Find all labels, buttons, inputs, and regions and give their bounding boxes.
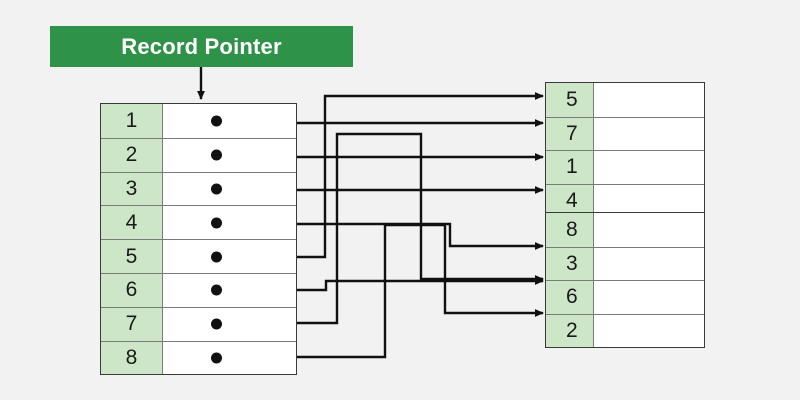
pointer-dot-icon xyxy=(211,183,222,195)
pointer-dot-icon xyxy=(211,149,222,161)
row-key: 5 xyxy=(101,240,163,273)
row-value[interactable] xyxy=(594,281,704,314)
row-value[interactable] xyxy=(594,247,704,281)
row-pointer-cell[interactable] xyxy=(163,172,296,206)
record-pointer-table: 1 2 3 4 5 xyxy=(100,103,297,376)
row-value[interactable] xyxy=(594,184,704,218)
row-pointer-cell[interactable] xyxy=(163,341,296,375)
wire-row8-to-2 xyxy=(212,223,544,359)
table-row[interactable]: 8 xyxy=(546,213,704,247)
table-row[interactable]: 7 xyxy=(101,306,296,341)
pointer-dot-icon xyxy=(211,251,222,263)
pointer-dot-icon xyxy=(211,115,222,127)
row-key: 1 xyxy=(101,104,163,138)
row-key: 7 xyxy=(546,117,594,151)
table-row[interactable]: 4 xyxy=(546,183,704,218)
row-pointer-cell[interactable] xyxy=(163,206,296,240)
table-row[interactable]: 3 xyxy=(101,171,296,206)
table-row[interactable]: 2 xyxy=(101,137,296,172)
pointer-dot-icon xyxy=(211,284,222,296)
pointer-dot-icon xyxy=(211,352,222,364)
table-row[interactable]: 5 xyxy=(546,83,704,117)
row-key: 3 xyxy=(101,172,163,206)
row-key: 4 xyxy=(546,184,594,218)
table-row[interactable]: 6 xyxy=(101,272,296,307)
row-pointer-cell[interactable] xyxy=(163,138,296,172)
table-row[interactable]: 6 xyxy=(546,280,704,314)
table-row[interactable]: 1 xyxy=(101,104,296,138)
record-pointer-banner: Record Pointer xyxy=(50,26,353,67)
row-key: 2 xyxy=(546,314,594,348)
table-row[interactable]: 5 xyxy=(101,239,296,273)
pointer-dot-icon xyxy=(211,217,222,229)
table-row[interactable]: 8 xyxy=(101,340,296,375)
row-value[interactable] xyxy=(594,151,704,184)
row-value[interactable] xyxy=(594,213,704,247)
row-pointer-cell[interactable] xyxy=(163,104,296,138)
row-key: 8 xyxy=(101,341,163,375)
row-key: 8 xyxy=(546,213,594,247)
wire-row4-to-8 xyxy=(212,222,544,250)
row-key: 6 xyxy=(101,273,163,307)
row-key: 1 xyxy=(546,151,594,184)
row-key: 2 xyxy=(101,138,163,172)
table-row[interactable]: 3 xyxy=(546,246,704,281)
data-block-upper: 5 7 1 4 xyxy=(545,82,705,219)
row-key: 6 xyxy=(546,281,594,314)
row-key: 4 xyxy=(101,206,163,240)
data-block-lower: 8 3 6 2 xyxy=(545,212,705,349)
table-row[interactable]: 2 xyxy=(546,313,704,348)
row-value[interactable] xyxy=(594,83,704,117)
row-key: 5 xyxy=(546,83,594,117)
table-row[interactable]: 1 xyxy=(546,150,704,184)
row-pointer-cell[interactable] xyxy=(163,240,296,273)
row-key: 3 xyxy=(546,247,594,281)
pointer-dot-icon xyxy=(211,318,222,330)
table-row[interactable]: 4 xyxy=(101,205,296,240)
row-key: 7 xyxy=(101,307,163,341)
wire-row7-to-3 xyxy=(212,132,544,325)
banner-label: Record Pointer xyxy=(121,33,282,59)
row-value[interactable] xyxy=(594,314,704,348)
row-pointer-cell[interactable] xyxy=(163,273,296,307)
row-value[interactable] xyxy=(594,117,704,151)
row-pointer-cell[interactable] xyxy=(163,307,296,341)
table-row[interactable]: 7 xyxy=(546,116,704,151)
